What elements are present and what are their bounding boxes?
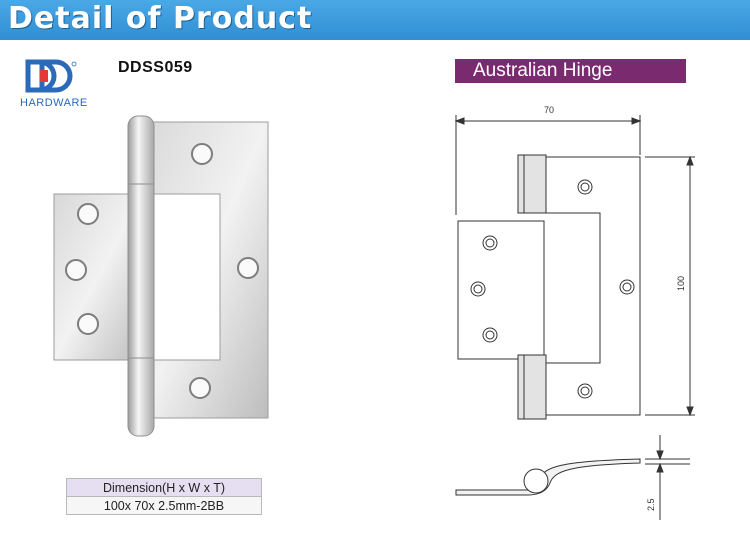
dimension-value: 100x 70x 2.5mm-2BB	[66, 496, 262, 515]
dimension-label: Dimension(H x W x T)	[66, 478, 262, 497]
dimension-table: Dimension(H x W x T) 100x 70x 2.5mm-2BB	[66, 478, 262, 515]
height-label: 100	[676, 276, 686, 291]
thickness-label: 2.5	[646, 498, 656, 511]
product-name-box: Australian Hinge	[455, 59, 686, 83]
banner-title: Detail of Product	[8, 1, 313, 36]
technical-drawing: 70 100 2.5	[454, 105, 695, 520]
header-banner: Detail of Product	[0, 0, 750, 40]
product-name: Australian Hinge	[473, 60, 613, 81]
brand-logo	[25, 59, 77, 93]
brand-logo-text: HARDWARE	[20, 97, 88, 109]
width-label: 70	[544, 105, 554, 115]
product-model: DDSS059	[118, 59, 193, 76]
hinge-photo	[53, 115, 269, 437]
